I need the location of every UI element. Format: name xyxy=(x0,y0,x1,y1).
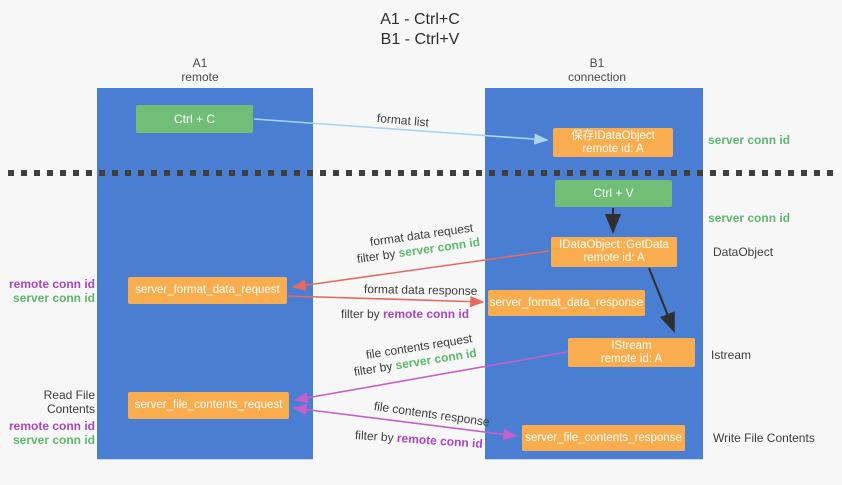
node-save-dataobject: 保存IDataObject remote id: A xyxy=(553,128,673,157)
filter-by-text-3: filter by xyxy=(352,358,397,379)
filter-key-remote-conn-id-1: remote conn id xyxy=(383,307,470,321)
node-ctrl-c-label: Ctrl + C xyxy=(173,111,215,126)
label-server-conn-id-mid: server conn id xyxy=(708,211,791,225)
lane-b1-title: B1 xyxy=(589,56,605,70)
filter-by-text-2: filter by xyxy=(341,307,384,321)
edge-label-file-response-filter: filter by remote conn id xyxy=(355,428,484,451)
label-read-file-contents: Read File Contents xyxy=(43,388,95,416)
node-server-file-contents-response: server_file_contents_response xyxy=(522,425,685,451)
lane-a1-title: A1 xyxy=(192,56,208,70)
node-getdata-line2: remote id: A xyxy=(583,252,645,264)
node-server-format-data-response: server_format_data_response xyxy=(488,290,645,316)
node-save-dataobject-line1: 保存IDataObject xyxy=(571,129,655,142)
node-ctrl-c: Ctrl + C xyxy=(136,105,253,133)
edge-label-format-list: format list xyxy=(376,111,430,130)
label-write-file-contents: Write File Contents xyxy=(713,431,815,445)
node-idataobject-getdata: IDataObject::GetData remote id: A xyxy=(551,237,677,267)
node-file-request-label: server_file_contents_request xyxy=(134,399,283,411)
lane-header-a1: A1 remote xyxy=(130,56,270,84)
lane-header-b1: B1 connection xyxy=(527,56,667,84)
edge-label-file-contents-response: file contents response xyxy=(373,399,491,430)
node-server-format-data-request: server_format_data_request xyxy=(128,277,287,304)
node-file-response-label: server_file_contents_response xyxy=(525,431,682,444)
label-dataobject: DataObject xyxy=(713,245,774,259)
node-format-request-label: server_format_data_request xyxy=(135,284,280,296)
label-server-conn-id-top: server conn id xyxy=(708,133,791,147)
title-line-2: B1 - Ctrl+V xyxy=(380,31,460,48)
lane-b1-subtitle: connection xyxy=(567,70,627,84)
node-istream: IStream remote id: A xyxy=(568,338,695,367)
label-remote-conn-id-file: remote conn id xyxy=(8,419,95,433)
lane-a1-subtitle: remote xyxy=(181,70,219,84)
diagram-title: A1 - Ctrl+C B1 - Ctrl+V xyxy=(320,10,520,50)
label-remote-conn-id-format: remote conn id xyxy=(8,277,95,291)
filter-by-text-1: filter by xyxy=(356,246,400,266)
filter-by-text-4: filter by xyxy=(354,428,398,445)
left-labels-file: Read File Contents remote conn id server… xyxy=(0,388,95,447)
node-getdata-line1: IDataObject::GetData xyxy=(559,239,669,251)
label-istream: Istream xyxy=(711,348,752,362)
node-ctrl-v: Ctrl + V xyxy=(555,180,672,207)
label-server-conn-id-format: server conn id xyxy=(12,291,95,305)
node-istream-line2: remote id: A xyxy=(600,352,663,365)
edge-label-format-data-response: format data response xyxy=(363,282,478,298)
filter-key-remote-conn-id-2: remote conn id xyxy=(396,430,484,451)
edge-label-format-response-filter: filter by remote conn id xyxy=(341,307,469,321)
node-istream-line1: IStream xyxy=(611,339,652,352)
node-save-dataobject-line2: remote id: A xyxy=(582,142,644,155)
left-labels-format: remote conn id server conn id xyxy=(0,277,95,305)
node-ctrl-v-label: Ctrl + V xyxy=(593,186,634,200)
node-format-response-label: server_format_data_response xyxy=(489,296,644,309)
node-server-file-contents-request: server_file_contents_request xyxy=(128,392,289,419)
title-line-1: A1 - Ctrl+C xyxy=(380,11,460,28)
label-server-conn-id-file: server conn id xyxy=(12,433,95,447)
